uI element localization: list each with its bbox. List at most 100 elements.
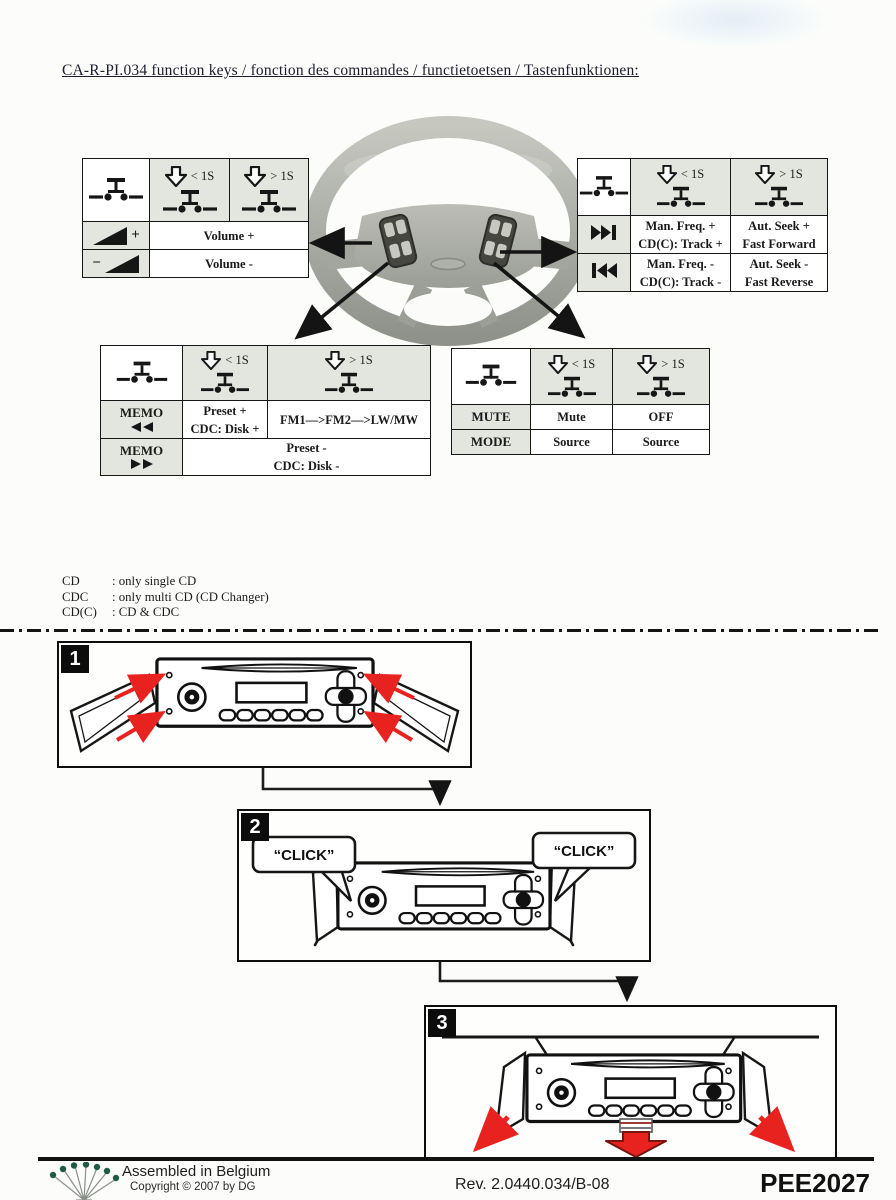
- release-key: [619, 1118, 653, 1133]
- red-arrow: [115, 710, 166, 744]
- assembled-text: Assembled in Belgium: [122, 1163, 271, 1180]
- step-3-box: 3: [424, 1005, 837, 1160]
- press-down-icon: [547, 354, 568, 374]
- short-press-cell: < 1S: [182, 345, 268, 401]
- prev-track-icon: [592, 262, 617, 278]
- pointer-arrows: [294, 226, 586, 340]
- memo-short-action: Preset + CDC: Disk +: [190, 403, 260, 436]
- long-press-cell: > 1S: [730, 158, 828, 216]
- seek-up-long-action: Aut. Seek + Fast Forward: [742, 218, 816, 251]
- legend-term: CD(C): [62, 605, 97, 619]
- memo-label: MEMO: [119, 442, 164, 458]
- legend-line: CD : only single CD: [62, 574, 269, 590]
- step-2-diagram: “CLICK” “CLICK”: [251, 831, 637, 947]
- red-arrow: [114, 673, 167, 704]
- volume-minus-icon: [104, 254, 139, 273]
- long-press-label: > 1S: [270, 168, 294, 183]
- part-code: PEE2027: [760, 1168, 870, 1198]
- push-button-cell: [451, 348, 531, 405]
- mute-short-action: Mute: [557, 410, 586, 424]
- push-button-icon: [114, 361, 169, 385]
- click-callout-right: “CLICK”: [531, 831, 637, 902]
- click-label: “CLICK”: [274, 847, 335, 864]
- push-button-icon: [546, 376, 597, 399]
- legend-line: CDC: only multi CD (CD Changer): [62, 590, 269, 606]
- mode-key-label: MODE: [470, 434, 512, 449]
- long-press-cell: > 1S: [229, 158, 309, 222]
- memo-label: MEMO: [119, 405, 164, 421]
- legend-def: : only single CD: [112, 574, 197, 588]
- red-arrow: [472, 1106, 519, 1153]
- dash-dot-divider: [0, 629, 882, 632]
- red-arrow: [363, 710, 414, 744]
- scan-smudge: [640, 0, 830, 50]
- mounting-sleeve: [534, 1037, 736, 1057]
- press-down-icon: [164, 165, 187, 187]
- mute-long-action: OFF: [648, 410, 674, 424]
- volume-down-action: Volume -: [205, 256, 253, 271]
- page-title: CA-R-PI.034 function keys / fonction des…: [62, 62, 639, 79]
- volume-up-action: Volume +: [203, 228, 255, 243]
- manufacturer-logo: [49, 1162, 120, 1200]
- push-button-icon: [241, 189, 297, 215]
- push-button-icon: [636, 376, 686, 399]
- long-press-cell: > 1S: [267, 345, 431, 401]
- legend-def: : CD & CDC: [112, 605, 180, 619]
- volume-down-key-cell: −: [82, 249, 150, 278]
- push-button-icon: [161, 189, 218, 215]
- push-button-cell: [82, 158, 150, 222]
- legend-term: CD: [62, 574, 80, 588]
- red-arrow: [362, 673, 415, 704]
- minus-sign: −: [92, 255, 101, 271]
- click-callout-left: “CLICK”: [251, 835, 357, 902]
- short-press-cell: < 1S: [630, 158, 731, 216]
- short-press-label: < 1S: [225, 353, 249, 367]
- step-1-box: 1: [57, 641, 472, 768]
- long-press-label: > 1S: [779, 167, 803, 181]
- copyright-text: Copyright © 2007 by DG: [130, 1181, 256, 1193]
- push-button-icon: [754, 186, 804, 209]
- press-down-icon: [244, 165, 267, 187]
- step-number-badge: 3: [428, 1009, 456, 1037]
- press-down-icon: [201, 351, 222, 370]
- push-button-icon: [324, 372, 374, 395]
- short-press-cell: < 1S: [530, 348, 613, 405]
- step-number-badge: 2: [241, 813, 269, 841]
- volume-function-table: < 1S > 1S +: [82, 158, 309, 278]
- mute-function-table: < 1S > 1S MUTE Mute OFF MODE: [451, 348, 710, 455]
- step-number-badge: 1: [61, 645, 89, 673]
- fast-forward-icon: [130, 459, 153, 470]
- plus-sign: +: [131, 227, 140, 243]
- volume-plus-icon: [93, 226, 128, 245]
- short-press-label: < 1S: [571, 356, 596, 371]
- push-button-icon: [655, 186, 706, 209]
- step-3-diagram: [442, 1035, 819, 1158]
- left-button-cluster: [378, 213, 418, 269]
- legend-line: CD(C) : CD & CDC: [62, 605, 269, 621]
- seek-down-short-action: Man. Freq. - CD(C): Track -: [639, 256, 722, 289]
- mode-long-action: Source: [642, 435, 680, 449]
- revision-text: Rev. 2.0440.034/B-08: [455, 1176, 610, 1193]
- memo-long-action: FM1—>FM2—>LW/MW: [279, 412, 419, 427]
- push-button-icon: [578, 175, 630, 198]
- mute-key-label: MUTE: [471, 409, 511, 424]
- memo-rewind-key-cell: MEMO: [100, 400, 183, 439]
- seek-up-short-action: Man. Freq. + CD(C): Track +: [638, 218, 723, 251]
- legend-term: CDC: [62, 589, 89, 604]
- next-track-icon: [591, 224, 616, 240]
- short-press-label: < 1S: [190, 168, 215, 183]
- memo-function-table: < 1S > 1S MEMO: [100, 345, 431, 476]
- step-2-box: 2 “CLICK” “CLICK”: [237, 809, 651, 962]
- right-button-cluster: [478, 213, 518, 269]
- press-down-icon: [325, 351, 346, 370]
- push-button-cell: [100, 345, 183, 401]
- press-down-icon: [656, 165, 677, 184]
- next-track-key-cell: [577, 215, 631, 254]
- long-press-cell: > 1S: [612, 348, 710, 405]
- push-button-icon: [463, 364, 519, 388]
- push-button-icon: [87, 177, 145, 203]
- long-press-label: > 1S: [661, 356, 685, 371]
- push-button-icon: [200, 372, 250, 395]
- seek-down-long-action: Aut. Seek - Fast Reverse: [744, 256, 814, 289]
